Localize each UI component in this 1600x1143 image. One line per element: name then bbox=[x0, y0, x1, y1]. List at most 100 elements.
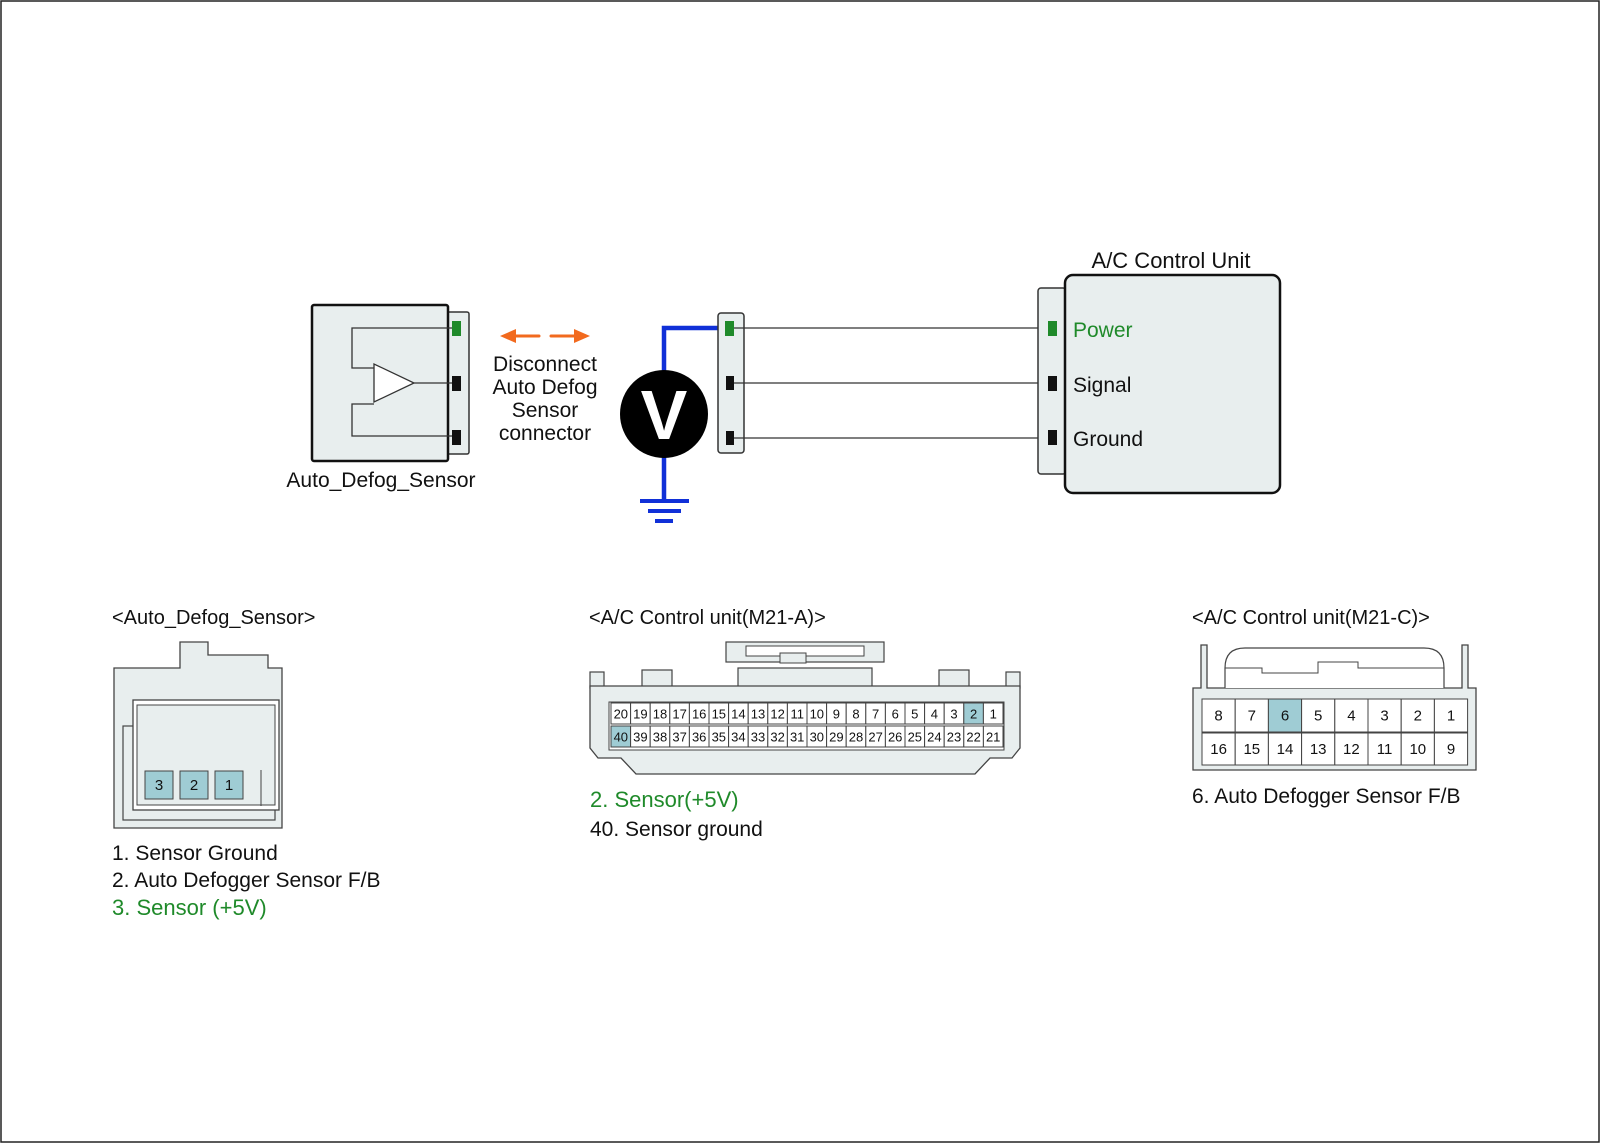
m21c-pin-13-label: 13 bbox=[1310, 741, 1327, 758]
m21c-pin-5: 5 bbox=[1301, 698, 1336, 733]
m21a-pin-36-label: 36 bbox=[692, 730, 706, 745]
harness-pin-ground bbox=[726, 431, 734, 445]
m21a-pin-32: 32 bbox=[767, 725, 788, 748]
sensor-pin-signal bbox=[452, 376, 461, 391]
m21a-pin-21-label: 21 bbox=[986, 730, 1000, 745]
m21a-pin-29: 29 bbox=[826, 725, 847, 748]
harness-pin-power bbox=[725, 321, 734, 336]
m21a-pin-34: 34 bbox=[728, 725, 749, 748]
m21a-pin-6-label: 6 bbox=[892, 707, 899, 722]
m21c-pin-14: 14 bbox=[1267, 732, 1303, 766]
m21c-legend-1: 6. Auto Defogger Sensor F/B bbox=[1192, 785, 1461, 808]
m21c-pin-8-label: 8 bbox=[1214, 708, 1222, 725]
acu-pin-ground bbox=[1048, 430, 1057, 445]
m21a-pin-13: 13 bbox=[747, 702, 769, 725]
m21c-pin-7: 7 bbox=[1234, 698, 1269, 733]
m21a-pin-20-label: 20 bbox=[614, 707, 628, 722]
sensor-pin-1: 1 bbox=[214, 770, 244, 800]
m21c-pin-10-label: 10 bbox=[1409, 741, 1426, 758]
auto-defog-sensor: Auto_Defog_Sensor bbox=[286, 303, 476, 492]
m21a-pin-13-label: 13 bbox=[751, 707, 765, 722]
sensor-pin-power bbox=[452, 321, 461, 336]
sensor-pin-3-label: 3 bbox=[155, 777, 163, 794]
m21a-pin-1: 1 bbox=[982, 702, 1004, 725]
m21a-pin-35-label: 35 bbox=[712, 730, 726, 745]
m21a-pin-30-label: 30 bbox=[810, 730, 824, 745]
m21a-pin-39-label: 39 bbox=[633, 730, 647, 745]
m21a-pin-5-label: 5 bbox=[911, 707, 918, 722]
sensor-pin-3: 3 bbox=[144, 770, 174, 800]
m21a-pin-27-label: 27 bbox=[868, 730, 882, 745]
m21c-pin-2-label: 2 bbox=[1414, 708, 1422, 725]
m21a-pin-40-label: 40 bbox=[614, 730, 628, 745]
amplifier-icon bbox=[373, 362, 416, 404]
m21a-pin-15: 15 bbox=[708, 702, 730, 725]
m21c-pin-11: 11 bbox=[1367, 732, 1402, 766]
disconnect-note-line-2: Auto Defog bbox=[492, 376, 597, 399]
voltmeter-icon bbox=[620, 370, 708, 458]
disconnect-arrows bbox=[500, 329, 590, 343]
m21c-pin-4: 4 bbox=[1334, 698, 1369, 733]
m21a-pin-16-label: 16 bbox=[692, 707, 706, 722]
m21c-pin-10: 10 bbox=[1400, 732, 1435, 766]
voltmeter: V bbox=[620, 325, 729, 523]
m21c-pin-6: 6 bbox=[1267, 698, 1303, 733]
m21a-pin-3-label: 3 bbox=[950, 707, 957, 722]
m21c-pin-2: 2 bbox=[1400, 698, 1435, 733]
m21a-pin-14: 14 bbox=[728, 702, 749, 725]
m21a-pin-30: 30 bbox=[806, 725, 828, 748]
m21a-pin-33: 33 bbox=[747, 725, 769, 748]
sensor-label: Auto_Defog_Sensor bbox=[286, 469, 475, 492]
m21a-pin-40: 40 bbox=[610, 725, 632, 748]
m21a-pin-35: 35 bbox=[708, 725, 730, 748]
disconnect-note-line-4: connector bbox=[499, 422, 591, 445]
disconnect-note-line-3: Sensor bbox=[512, 399, 579, 422]
acu-pin-label-signal: Signal bbox=[1073, 374, 1131, 397]
m21a-pin-6: 6 bbox=[884, 702, 906, 725]
sensor-legend-3: 3. Sensor (+5V) bbox=[112, 895, 267, 920]
m21c-pin-7-label: 7 bbox=[1248, 708, 1256, 725]
m21a-pin-17-label: 17 bbox=[672, 707, 686, 722]
m21a-pin-10: 10 bbox=[806, 702, 828, 725]
m21a-pin-24-label: 24 bbox=[927, 730, 941, 745]
m21a-pin-4-label: 4 bbox=[931, 707, 938, 722]
arrow-right-icon bbox=[574, 329, 590, 343]
m21c-pin-15-label: 15 bbox=[1243, 741, 1260, 758]
m21a-pin-37: 37 bbox=[669, 725, 690, 748]
m21a-pin-27: 27 bbox=[865, 725, 886, 748]
acu-title: A/C Control Unit bbox=[1092, 248, 1251, 273]
m21a-pin-1-label: 1 bbox=[990, 707, 997, 722]
m21a-pin-10-label: 10 bbox=[810, 707, 824, 722]
m21a-pin-31: 31 bbox=[786, 725, 808, 748]
m21a-pin-34-label: 34 bbox=[731, 730, 745, 745]
m21a-pin-19: 19 bbox=[630, 702, 651, 725]
meter-probe-wire bbox=[661, 325, 729, 376]
m21c-pin-11-label: 11 bbox=[1377, 741, 1393, 758]
m21c-pin-15: 15 bbox=[1234, 732, 1269, 766]
sensor-legend-2: 2. Auto Defogger Sensor F/B bbox=[112, 869, 381, 892]
m21a-pin-2: 2 bbox=[963, 702, 984, 725]
sensor-legend-1: 1. Sensor Ground bbox=[112, 842, 278, 865]
m21c-pin-14-label: 14 bbox=[1277, 741, 1294, 758]
m21a-pin-22-label: 22 bbox=[966, 730, 980, 745]
m21c-pin-3-label: 3 bbox=[1380, 708, 1388, 725]
m21a-pin-31-label: 31 bbox=[790, 730, 804, 745]
m21a-pin-5: 5 bbox=[904, 702, 926, 725]
m21a-pin-11: 11 bbox=[786, 702, 808, 725]
m21a-pin-3: 3 bbox=[943, 702, 965, 725]
m21a-pin-17: 17 bbox=[669, 702, 690, 725]
m21c-pin-3: 3 bbox=[1367, 698, 1402, 733]
sensor-connector-title: <Auto_Defog_Sensor> bbox=[112, 607, 316, 629]
m21a-pin-18-label: 18 bbox=[653, 707, 667, 722]
m21c-connector-title: <A/C Control unit(M21-C)> bbox=[1192, 607, 1430, 629]
m21a-pin-22: 22 bbox=[963, 725, 984, 748]
m21a-pin-9-label: 9 bbox=[833, 707, 840, 722]
m21a-pin-39: 39 bbox=[630, 725, 651, 748]
m21a-pin-4: 4 bbox=[924, 702, 945, 725]
m21a-legend-1: 2. Sensor(+5V) bbox=[590, 787, 739, 812]
m21a-pin-2-label: 2 bbox=[970, 707, 977, 722]
